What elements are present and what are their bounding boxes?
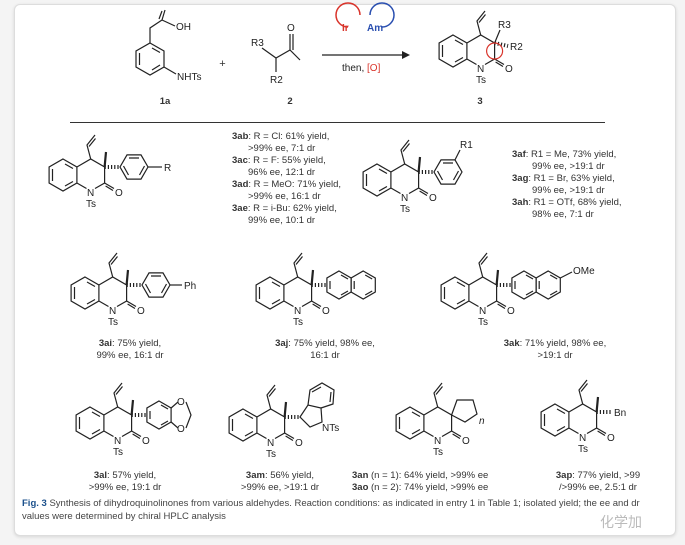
watermark: 化学加	[600, 514, 642, 530]
atom-label: N	[114, 436, 121, 447]
iridium-catalyst-label: Ir	[342, 23, 349, 34]
compound-3af-3ah-structure: R1 N O Ts	[361, 138, 473, 215]
atom-label: OH	[176, 22, 191, 33]
compound-label-3: 3	[477, 96, 483, 107]
atom-label: O	[142, 436, 150, 447]
entry-3ah: 3ah: R1 = OTf, 68% yield,98% ee, 7:1 dr	[512, 197, 622, 220]
product-3-structure: R3 R2 N O Ts	[438, 10, 523, 86]
atom-label: Ts	[86, 199, 96, 210]
compound-3aj-structure: N O Ts	[254, 251, 376, 328]
atom-label: Ph	[184, 281, 196, 292]
compound-3ak-structure: OMe N O Ts	[439, 251, 595, 328]
entry-3ae: 3ae: R = i-Bu: 62% yield,99% ee, 10:1 dr	[232, 203, 337, 226]
atom-label: O	[177, 424, 185, 435]
atom-label: Ts	[108, 317, 118, 328]
atom-label: N	[401, 193, 408, 204]
atom-label: O	[115, 188, 123, 199]
atom-label: N	[434, 436, 441, 447]
atom-label: O	[462, 436, 470, 447]
atom-label: R3	[251, 38, 264, 49]
compound-3ap-structure: Bn N O Ts	[539, 378, 626, 455]
atom-label: N	[267, 438, 274, 449]
atom-label: R2	[510, 42, 523, 53]
compound-3al-structure: O O N O Ts	[74, 381, 192, 458]
compound-3an-3ao-structure: n N O Ts	[395, 382, 485, 458]
figure-card	[14, 4, 676, 536]
atom-label: Bn	[614, 408, 626, 419]
atom-label: N	[294, 306, 301, 317]
atom-label: Ts	[113, 447, 123, 458]
starting-material-1a-structure: OH NHTs	[135, 9, 201, 83]
reaction-arrow: Ir Am then, [O]	[322, 2, 410, 74]
atom-label: Ts	[478, 317, 488, 328]
atom-label: Ts	[433, 447, 443, 458]
entry-3al: 3al: 57% yield,>99% ee, 19:1 dr	[88, 470, 162, 493]
compound-3am-structure: NTs N O Ts	[227, 382, 339, 460]
atom-label: NTs	[322, 423, 339, 434]
atom-label: O	[322, 306, 330, 317]
entry-3ao: 3ao (n = 2): 74% yield, >99% ee	[352, 482, 489, 493]
entry-3aj: 3aj: 75% yield, 98% ee,16:1 dr	[275, 338, 375, 361]
atom-label: R2	[270, 75, 283, 86]
atom-label: O	[177, 397, 185, 408]
atom-label: O	[137, 306, 145, 317]
compound-3ab-3ae-structure: R N O Ts	[47, 133, 171, 210]
entry-3ak: 3ak: 71% yield, 98% ee,>19:1 dr	[503, 338, 607, 361]
entry-3ai: 3ai: 75% yield,99% ee, 16:1 dr	[96, 338, 164, 361]
aldehyde-2-structure: R3 O R2	[251, 23, 301, 86]
atom-label: O	[607, 433, 615, 444]
compound-label-2: 2	[287, 96, 293, 107]
atom-label: O	[287, 23, 295, 34]
entry-3am: 3am: 56% yield,>99% ee, >19:1 dr	[240, 470, 320, 493]
entry-3ap: 3ap: 77% yield, >99/>99% ee, 2.5:1 dr	[555, 470, 641, 493]
amine-catalyst-label: Am	[367, 23, 383, 34]
plus-sign: +	[219, 58, 226, 70]
atom-label: R	[164, 163, 171, 174]
atom-label: Ts	[400, 204, 410, 215]
atom-label: Ts	[578, 444, 588, 455]
atom-label: O	[505, 64, 513, 75]
entry-3af: 3af: R1 = Me, 73% yield,99% ee, >19:1 dr	[512, 149, 617, 172]
figure-caption: Fig. 3 Synthesis of dihydroquinolinones …	[22, 498, 640, 522]
scheme-divider	[70, 122, 605, 123]
entry-3an: 3an (n = 1): 64% yield, >99% ee	[352, 470, 489, 481]
atom-label: N	[479, 306, 486, 317]
atom-label: O	[429, 193, 437, 204]
compound-3ai-structure: Ph N O Ts	[69, 251, 196, 328]
entry-3ag: 3ag: R1 = Br, 63% yield,99% ee, >19:1 dr	[512, 173, 615, 196]
atom-label: n	[479, 416, 485, 427]
atom-label: O	[507, 306, 515, 317]
entries-3an-3ao: 3an (n = 1): 64% yield, >99% ee 3ao (n =…	[352, 470, 532, 494]
atom-label: R1	[460, 140, 473, 151]
atom-label: N	[579, 433, 586, 444]
entry-3ab: 3ab: R = Cl: 61% yield,>99% ee, 7:1 dr	[232, 131, 330, 154]
entry-3ac: 3ac: R = F: 55% yield,96% ee, 12:1 dr	[232, 155, 326, 178]
entries-3af-3ah: 3af: R1 = Me, 73% yield,99% ee, >19:1 dr…	[512, 149, 652, 221]
atom-label: Ts	[476, 75, 486, 86]
atom-label: OMe	[573, 266, 595, 277]
atom-label: Ts	[266, 449, 276, 460]
atom-label: Ts	[293, 317, 303, 328]
conditions-label: then, [O]	[342, 63, 381, 74]
entries-3ab-3ae: 3ab: R = Cl: 61% yield,>99% ee, 7:1 dr 3…	[232, 131, 362, 227]
atom-label: N	[109, 306, 116, 317]
atom-label: NHTs	[177, 72, 201, 83]
atom-label: N	[87, 188, 94, 199]
atom-label: O	[295, 438, 303, 449]
compound-label-1a: 1a	[159, 96, 171, 107]
atom-label: N	[477, 64, 484, 75]
atom-label: R3	[498, 20, 511, 31]
entry-3ad: 3ad: R = MeO: 71% yield,>99% ee, 16:1 dr	[232, 179, 342, 202]
